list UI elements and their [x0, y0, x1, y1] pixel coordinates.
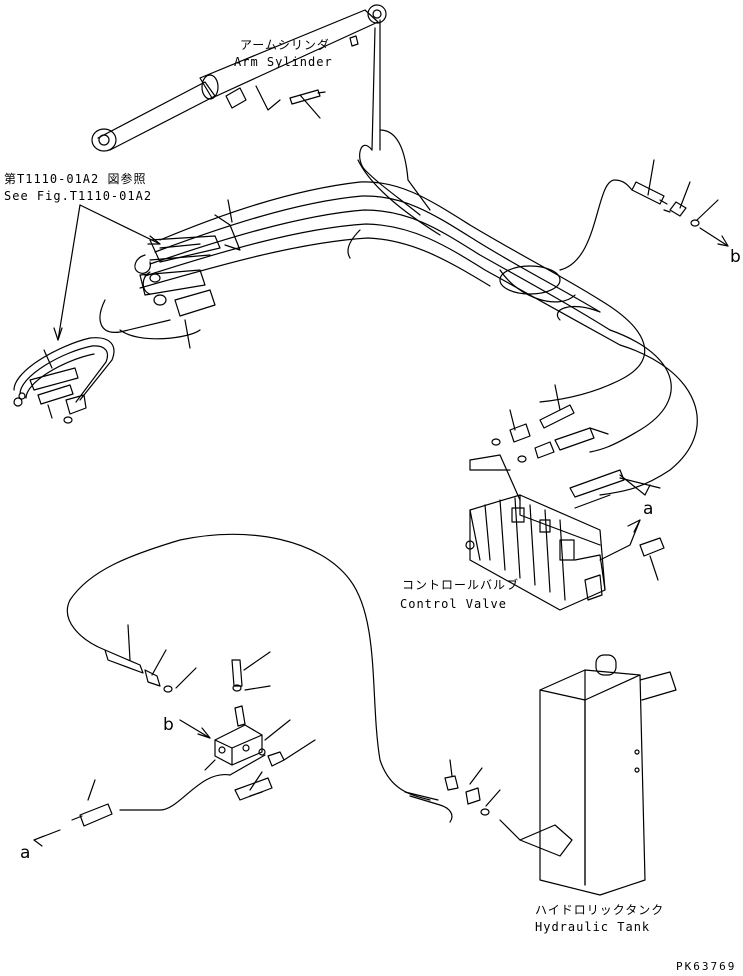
- hose-bundle: [139, 19, 698, 496]
- callout-b-top-right: b: [730, 247, 741, 267]
- hose-to-b: [559, 159, 729, 271]
- drawing-code: PK63769: [676, 960, 737, 973]
- callout-b-left: b: [163, 715, 174, 735]
- callout-a-right: a: [643, 499, 654, 519]
- control-valve: [465, 494, 665, 611]
- see-fig-label-jp: 第T1110-01A2 図参照: [4, 172, 147, 186]
- arm-cylinder-label-jp: アームシリンダ: [240, 38, 330, 52]
- valve-fittings: [469, 384, 661, 509]
- junction-block: [179, 651, 291, 771]
- hydraulic-tank: [499, 654, 677, 896]
- hydraulic-tank-label-jp: ハイドロリックタンク: [535, 903, 665, 917]
- hydraulic-tank-label-en: Hydraulic Tank: [535, 920, 651, 934]
- cylinder-fitting: [255, 85, 326, 119]
- control-valve-label-en: Control Valve: [400, 597, 507, 611]
- left-fittings: [13, 199, 241, 424]
- arm-cylinder: [91, 4, 387, 152]
- lower-hoses: [33, 533, 431, 847]
- control-valve-label-jp: コントロールバルブ: [402, 578, 520, 592]
- arm-cylinder-label-en: Arm Sylinder: [234, 55, 333, 69]
- see-fig-label-en: See Fig.T1110-01A2: [4, 189, 153, 203]
- tank-hose: [404, 759, 501, 823]
- see-fig-leaders: [53, 204, 161, 341]
- callout-a-left: a: [20, 843, 31, 863]
